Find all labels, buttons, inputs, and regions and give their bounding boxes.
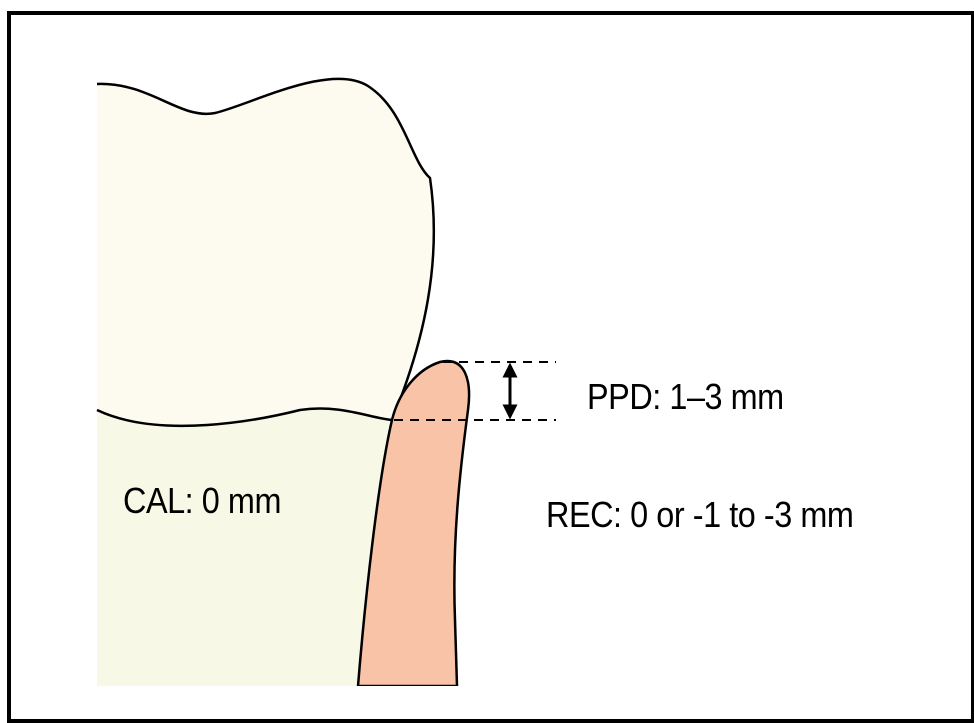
tooth-root	[97, 409, 392, 686]
rec-label: REC: 0 or -1 to -3 mm	[546, 494, 853, 536]
cal-label: CAL: 0 mm	[123, 480, 281, 522]
bottom-mask	[97, 686, 497, 716]
tooth-crown	[97, 79, 434, 426]
ppd-label: PPD: 1–3 mm	[587, 376, 784, 418]
